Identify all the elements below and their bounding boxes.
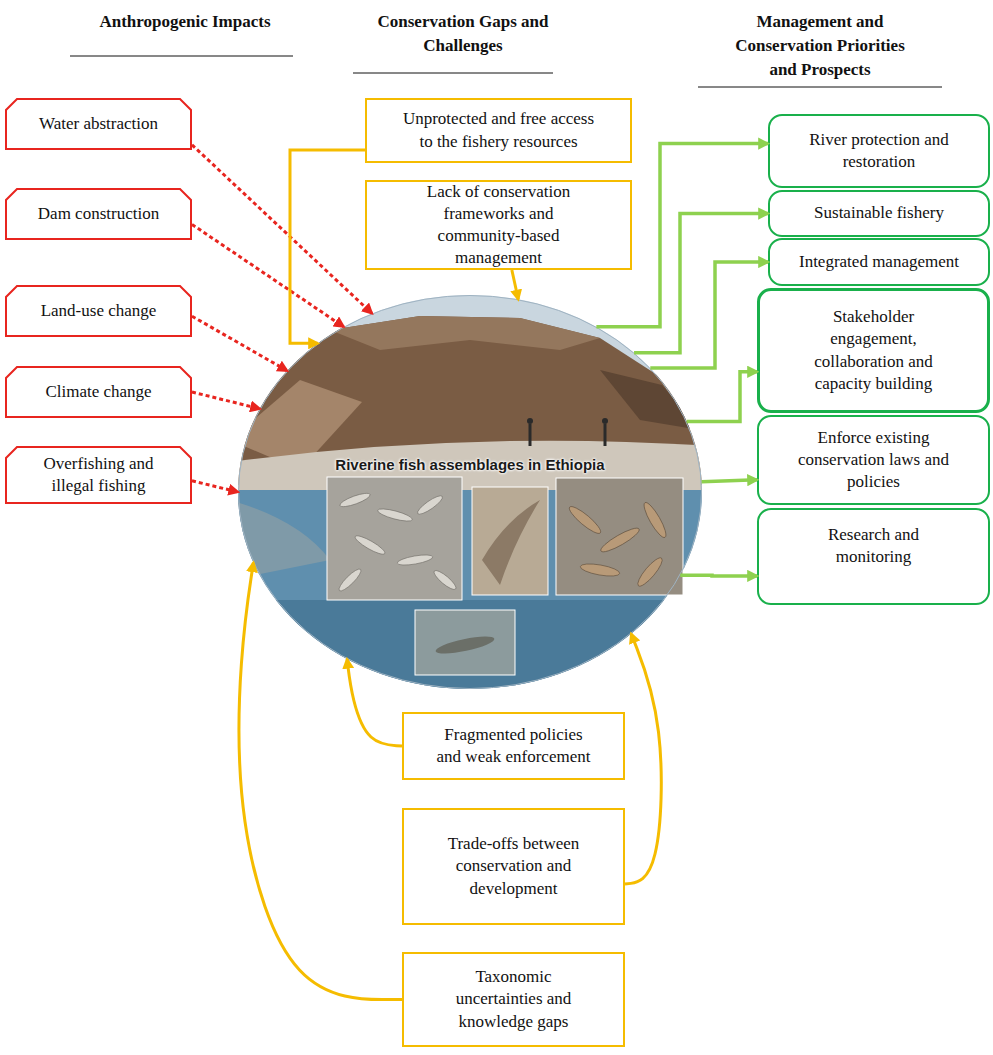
connector-arrow <box>687 372 757 422</box>
priority-box: River protection and restoration <box>768 114 990 188</box>
node-text: Stakeholder engagement, collaboration an… <box>800 306 947 394</box>
impact-box: Climate change <box>5 366 192 418</box>
fish-photos <box>327 477 683 675</box>
impact-box: Land-use change <box>5 285 192 337</box>
connector-arrow <box>625 634 661 884</box>
river-photo <box>230 290 712 700</box>
connector-arrow <box>512 270 518 299</box>
column-heading: Anthropogenic Impacts <box>60 10 310 34</box>
node-text: Overfishing and illegal fishing <box>40 453 157 497</box>
impact-outline-shape <box>6 286 191 336</box>
node-text: Research and monitoring <box>819 524 928 568</box>
node-text: Water abstraction <box>39 113 158 135</box>
connector-arrow <box>596 144 768 327</box>
column-heading: Conservation Gaps and Challenges <box>373 10 553 58</box>
connector-arrow <box>192 316 287 371</box>
node-text: Riverine fish assemblages in Ethiopia <box>238 455 702 475</box>
challenge-box: Lack of conservation frameworks and comm… <box>365 180 632 270</box>
node-text: Climate change <box>45 381 151 403</box>
node-text: River protection and restoration <box>800 129 958 173</box>
impact-box: Overfishing and illegal fishing <box>5 446 192 504</box>
ellipse-outline-shape <box>239 296 702 689</box>
central-ellipse: Riverine fish assemblages in Ethiopia <box>238 295 702 689</box>
node-text: Trade-offs between conservation and deve… <box>422 833 605 899</box>
column-heading: Management and Conservation Priorities a… <box>720 10 920 82</box>
priority-box: Sustainable fishery <box>768 190 990 237</box>
node-text: Integrated management <box>799 251 959 273</box>
impact-outline-shape <box>6 189 191 239</box>
challenge-box: Fragmented policies and weak enforcement <box>402 712 625 780</box>
impact-outline-shape <box>6 367 191 417</box>
impact-box: Water abstraction <box>5 98 192 150</box>
node-text: Enforce existing conservation laws and p… <box>794 427 953 493</box>
connector-arrow <box>650 262 768 368</box>
connector-arrow <box>192 392 260 409</box>
node-text: Fragmented policies and weak enforcement <box>434 724 593 768</box>
node-text: Lack of conservation frameworks and comm… <box>402 181 595 269</box>
challenge-box: Unprotected and free access to the fishe… <box>365 98 632 163</box>
connector-arrow <box>634 214 768 353</box>
challenge-box: Trade-offs between conservation and deve… <box>402 808 625 925</box>
connector-arrow <box>192 481 238 492</box>
node-text: Dam construction <box>38 203 159 225</box>
node-text: Taxonomic uncertainties and knowledge ga… <box>439 966 588 1032</box>
priority-box: Research and monitoring <box>757 508 990 605</box>
connector-arrow <box>192 224 344 326</box>
priority-box: Stakeholder engagement, collaboration an… <box>757 288 990 413</box>
priority-box: Integrated management <box>768 238 990 286</box>
challenge-box: Taxonomic uncertainties and knowledge ga… <box>402 952 625 1047</box>
priority-box: Enforce existing conservation laws and p… <box>757 415 990 505</box>
connector-arrow <box>680 574 757 578</box>
node-text: Unprotected and free access to the fishe… <box>395 108 602 152</box>
connector-arrow <box>702 480 757 482</box>
impact-outline-shape <box>6 99 191 149</box>
ellipse-outline <box>238 295 702 689</box>
connector-arrow <box>192 145 372 314</box>
impact-box: Dam construction <box>5 188 192 240</box>
impact-outline-shape <box>6 447 191 503</box>
node-text: Sustainable fishery <box>814 202 944 224</box>
node-text: Land-use change <box>41 300 157 322</box>
connector-arrow <box>347 659 402 746</box>
connector-arrow <box>290 150 365 343</box>
connector-arrow <box>239 563 402 1000</box>
